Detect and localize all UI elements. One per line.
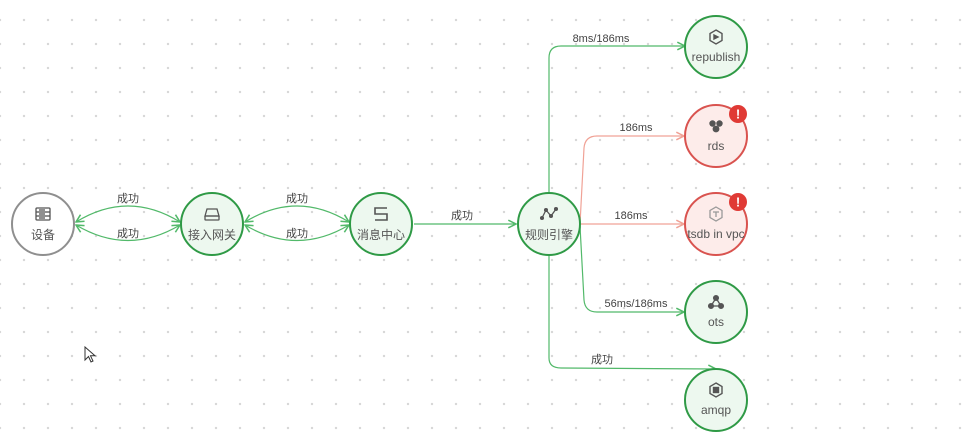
- edge-label-rules-rds: 186ms: [619, 122, 653, 134]
- node-label-amqp: amqp: [701, 403, 731, 417]
- svg-text:!: !: [736, 107, 740, 122]
- rds-icon: [709, 120, 723, 133]
- edge-gateway-msg-top[interactable]: [245, 205, 349, 222]
- node-rds[interactable]: rds !: [684, 104, 748, 168]
- edge-device-gateway-bottom[interactable]: [76, 225, 180, 241]
- edge-label-device-gateway-bottom: 成功: [117, 227, 139, 240]
- node-label-rds: rds: [708, 139, 725, 153]
- hdd-icon: [204, 208, 220, 221]
- svg-text:!: !: [736, 195, 740, 210]
- node-label-tsdb: tsdb in vpc: [687, 227, 744, 241]
- edge-device-gateway-top[interactable]: [76, 205, 180, 222]
- edge-labels: 成功 成功 成功 成功 成功 8ms/186ms 186ms 186ms 56m…: [117, 33, 668, 366]
- node-amqp[interactable]: amqp: [684, 368, 748, 432]
- node-label-device: 设备: [31, 228, 55, 242]
- edge-rules-republish[interactable]: [548, 46, 685, 192]
- edge-label-device-gateway-top: 成功: [117, 192, 139, 205]
- node-gateway[interactable]: 接入网关: [180, 192, 244, 256]
- amqp-icon: [709, 382, 723, 398]
- ots-icon: [707, 294, 725, 310]
- edge-rules-amqp[interactable]: [548, 256, 716, 369]
- graph-icon: [539, 206, 559, 221]
- node-label-gateway: 接入网关: [188, 227, 236, 242]
- node-ots[interactable]: ots: [684, 280, 748, 344]
- edges: [76, 46, 716, 369]
- node-rules[interactable]: 规则引擎: [517, 192, 581, 256]
- edge-label-rules-tsdb: 186ms: [614, 210, 648, 222]
- node-label-ots: ots: [708, 315, 724, 329]
- server-icon: [35, 207, 51, 221]
- edge-rules-ots[interactable]: [579, 225, 684, 312]
- node-msgcenter[interactable]: 消息中心: [349, 192, 413, 256]
- error-badge-rds: !: [729, 105, 747, 123]
- error-badge-tsdb: !: [729, 193, 747, 211]
- node-label-rules: 规则引擎: [525, 227, 573, 242]
- edge-label-gateway-msg-bottom: 成功: [286, 227, 308, 240]
- edge-label-rules-amqp: 成功: [591, 353, 613, 366]
- edge-gateway-msg-bottom[interactable]: [245, 225, 349, 241]
- message-s-icon: [374, 207, 388, 221]
- edge-label-rules-ots: 56ms/186ms: [605, 298, 668, 310]
- node-label-msgcenter: 消息中心: [357, 227, 405, 242]
- node-tsdb[interactable]: tsdb in vpc !: [684, 192, 748, 256]
- node-republish[interactable]: republish: [684, 15, 748, 79]
- republish-icon: [709, 29, 723, 45]
- edge-rules-rds[interactable]: [579, 136, 684, 225]
- edge-label-rules-republish: 8ms/186ms: [573, 33, 630, 45]
- edge-label-msg-rules: 成功: [451, 209, 473, 222]
- edge-label-gateway-msg-top: 成功: [286, 192, 308, 205]
- node-label-republish: republish: [692, 50, 741, 64]
- node-device[interactable]: 设备: [11, 192, 75, 256]
- tsdb-icon: [709, 206, 723, 222]
- mouse-cursor-icon: [84, 346, 97, 363]
